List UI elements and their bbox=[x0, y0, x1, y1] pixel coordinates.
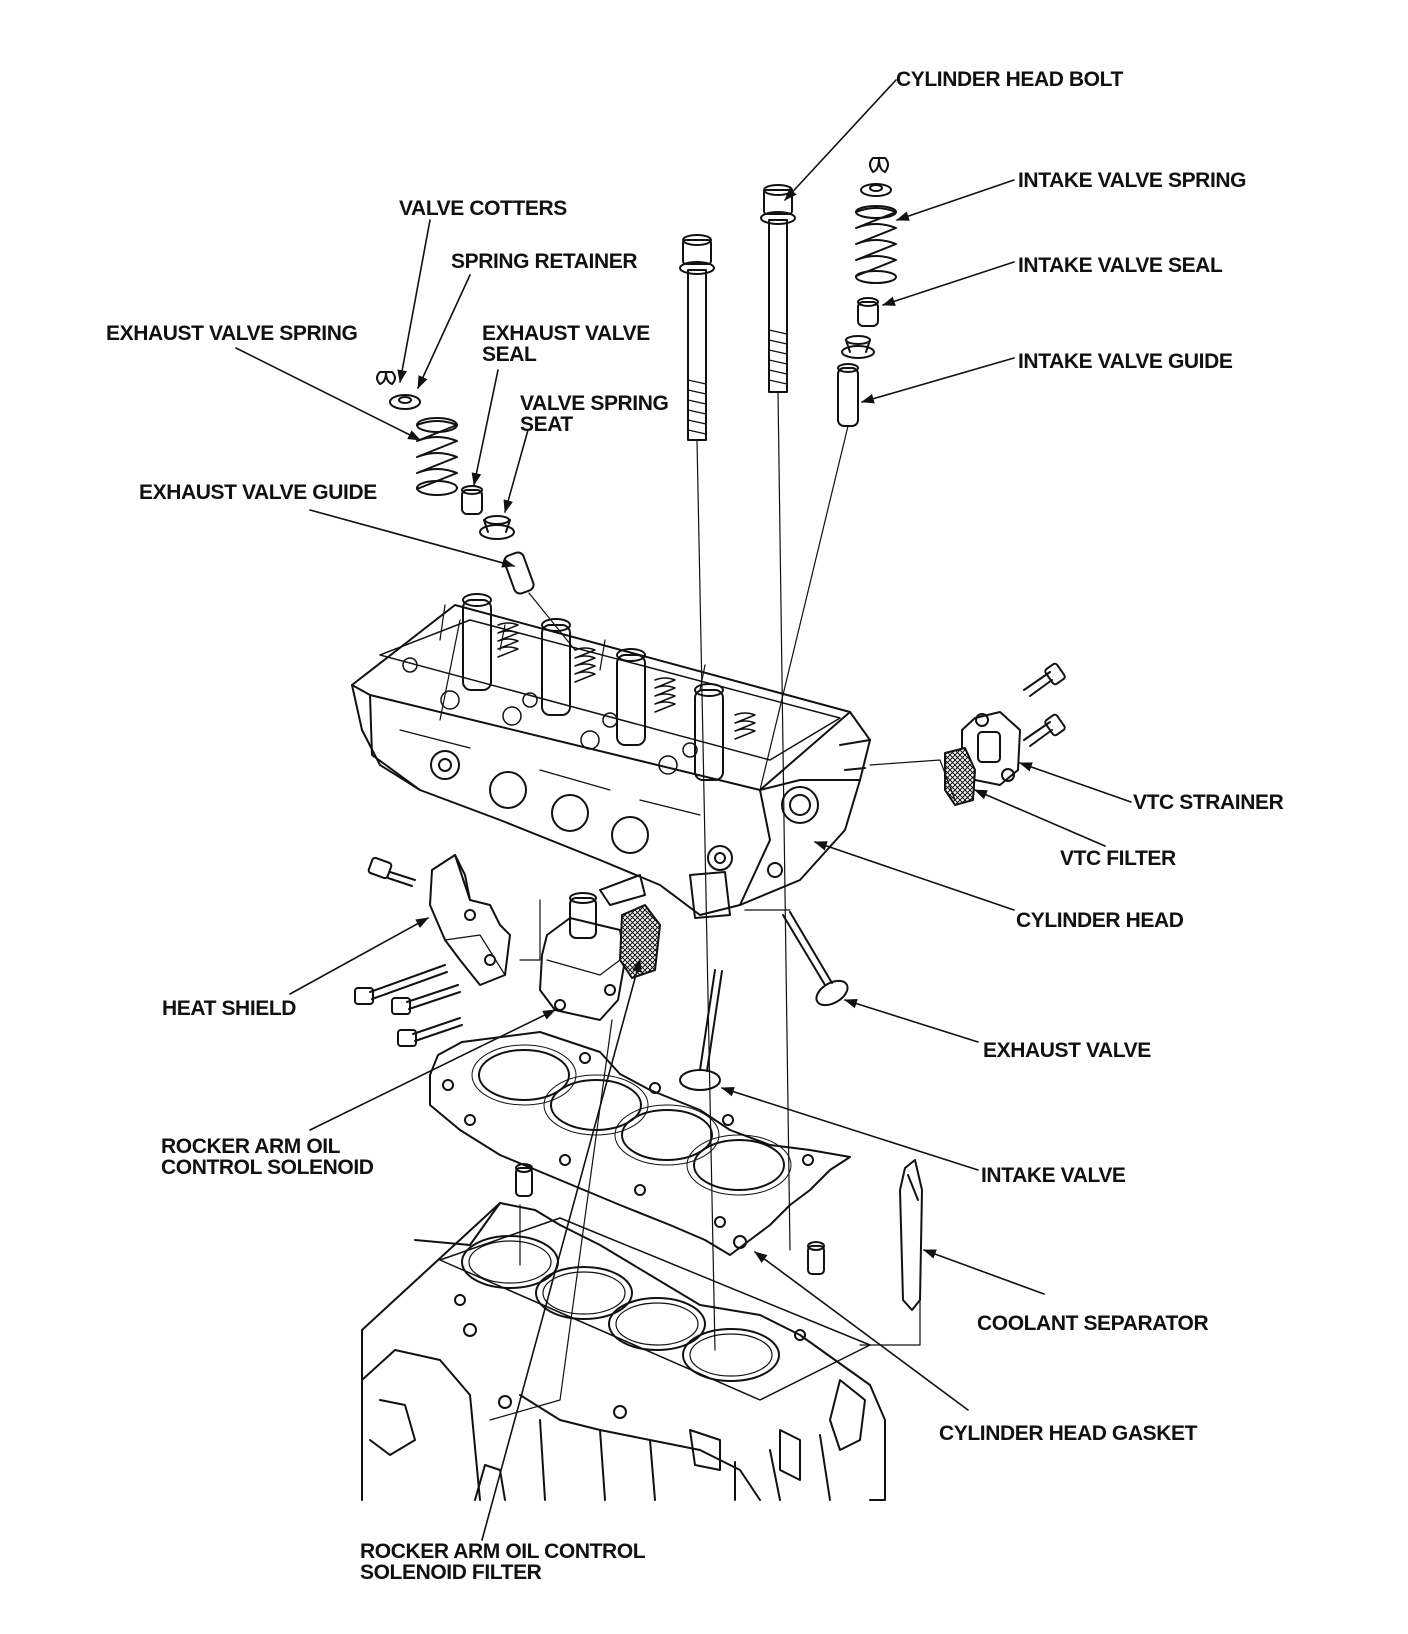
exhaust-valve-guide-part bbox=[503, 551, 535, 595]
label-exhaust-valve-guide: EXHAUST VALVE GUIDE bbox=[139, 481, 377, 504]
exhaust-valve-cotters bbox=[376, 371, 396, 385]
head-springs bbox=[402, 622, 756, 775]
vtc-strainer-bolts bbox=[1023, 662, 1066, 747]
label-vtc-strainer: VTC STRAINER bbox=[1133, 791, 1284, 814]
intake-valve-spring-seat bbox=[841, 335, 875, 359]
label-exhaust-valve: EXHAUST VALVE bbox=[983, 1039, 1151, 1062]
heat-shield-bolts bbox=[354, 856, 463, 1047]
arrow-cylinder-head-gasket bbox=[754, 1251, 969, 1411]
intake-valve-cotters bbox=[869, 157, 889, 173]
arrow-exhaust-valve-spring bbox=[235, 347, 421, 441]
arrow-vtc-filter bbox=[974, 789, 1106, 847]
arrow-exhaust-valve-seal bbox=[471, 369, 499, 487]
arrow-cylinder-head bbox=[813, 841, 1015, 911]
cylinder-head bbox=[351, 604, 871, 919]
label-cylinder-head: CYLINDER HEAD bbox=[1016, 909, 1184, 932]
arrow-cylinder-head-bolt bbox=[784, 79, 897, 201]
solenoid-filter-part bbox=[619, 904, 661, 979]
alignment-lines bbox=[439, 391, 921, 1421]
engine-block bbox=[361, 1202, 886, 1501]
arrow-heat-shield bbox=[289, 917, 429, 995]
heat-shield-part bbox=[429, 854, 511, 986]
cam-towers bbox=[462, 593, 724, 781]
exhaust-valve-seal-part bbox=[461, 485, 483, 515]
label-intake-valve-guide: INTAKE VALVE GUIDE bbox=[1018, 350, 1233, 373]
cylinder-head-bolt-left bbox=[679, 234, 715, 441]
arrow-valve-cotters bbox=[397, 219, 431, 384]
leader-arrows bbox=[235, 79, 1132, 1541]
arrow-intake-valve-spring bbox=[895, 179, 1015, 221]
exhaust-valve-spring-part bbox=[416, 417, 458, 496]
arrow-vtc-strainer bbox=[1018, 762, 1132, 803]
label-spring-retainer: SPRING RETAINER bbox=[451, 250, 638, 273]
exhaust-valve-part bbox=[782, 911, 849, 1007]
arrow-solenoid-filter bbox=[481, 958, 642, 1541]
intake-valve-part bbox=[679, 969, 723, 1091]
intake-valve-seal-part bbox=[857, 297, 879, 327]
vtc-guide-line bbox=[869, 759, 956, 801]
label-valve-cotters: VALVE COTTERS bbox=[399, 197, 567, 220]
vtc-strainer-part bbox=[961, 711, 1021, 786]
label-intake-valve-seal: INTAKE VALVE SEAL bbox=[1018, 254, 1223, 277]
label-coolant-separator: COOLANT SEPARATOR bbox=[977, 1312, 1209, 1335]
label-vtc-filter: VTC FILTER bbox=[1060, 847, 1176, 870]
intake-spring-retainer bbox=[860, 183, 892, 197]
arrow-valve-spring-seat bbox=[503, 429, 529, 514]
cylinder-head-bolt-right bbox=[760, 184, 796, 393]
label-cylinder-head-gasket: CYLINDER HEAD GASKET bbox=[939, 1422, 1198, 1445]
intake-valve-spring-part bbox=[855, 205, 897, 284]
arrow-rocker-arm-solenoid bbox=[309, 1009, 556, 1131]
label-heat-shield: HEAT SHIELD bbox=[162, 997, 297, 1020]
rocker-arm-solenoid-part bbox=[539, 892, 626, 1021]
label-exhaust-valve-spring: EXHAUST VALVE SPRING bbox=[106, 322, 358, 345]
coolant-separator-part bbox=[899, 1159, 923, 1311]
label-cylinder-head-bolt: CYLINDER HEAD BOLT bbox=[896, 68, 1123, 91]
dowel-pin-left bbox=[515, 1163, 533, 1197]
label-intake-valve: INTAKE VALVE bbox=[981, 1164, 1126, 1187]
vtc-filter-part bbox=[944, 747, 976, 806]
arrow-intake-valve bbox=[720, 1086, 979, 1171]
exhaust-valve-spring-seat bbox=[479, 515, 515, 540]
arrow-exhaust-valve bbox=[843, 998, 979, 1043]
label-intake-valve-spring: INTAKE VALVE SPRING bbox=[1018, 169, 1247, 192]
arrow-intake-valve-seal bbox=[881, 261, 1015, 306]
arrow-intake-valve-guide bbox=[860, 357, 1015, 404]
arrow-spring-retainer bbox=[417, 274, 471, 389]
intake-valve-guide-part bbox=[837, 363, 859, 427]
dowel-pin-right bbox=[807, 1241, 825, 1275]
exhaust-spring-retainer bbox=[389, 394, 421, 410]
arrow-coolant-separator bbox=[922, 1249, 1045, 1295]
arrow-exhaust-valve-guide bbox=[309, 509, 516, 568]
